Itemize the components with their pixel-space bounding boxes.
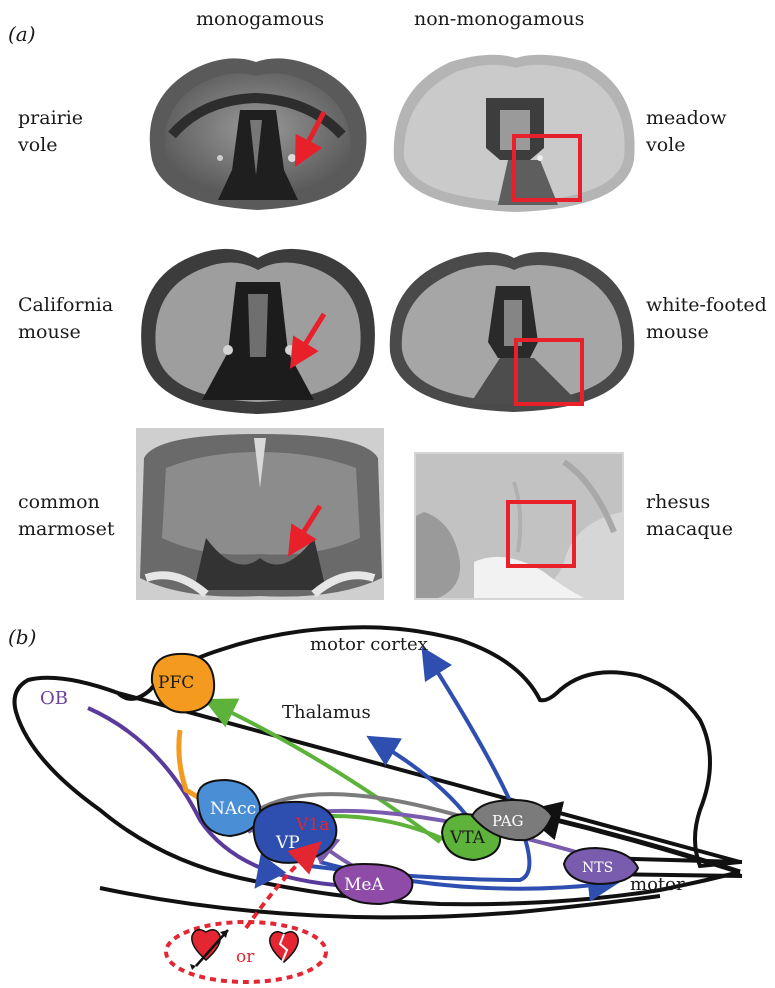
region-label-nacc: NAcc	[210, 799, 256, 819]
red-arrow-prairie-vole	[302, 112, 324, 154]
region-label-pag: PAG	[492, 812, 524, 830]
region-label-vp: VP	[275, 833, 300, 853]
highlight-box-meadow-vole	[514, 136, 580, 200]
highlight-box-white-footed-mouse	[516, 340, 582, 404]
region-label-nts: NTS	[582, 860, 613, 876]
region-label-mea: MeA	[344, 875, 384, 895]
brain-circuit-diagram: PFC OB NAcc VP V1a MeA VTA PAG NTS motor…	[0, 610, 775, 988]
output-label-thalamus: Thalamus	[282, 702, 371, 723]
highlight-box-rhesus-macaque	[508, 502, 574, 566]
or-label: or	[236, 947, 255, 967]
red-arrow-common-marmoset	[296, 506, 320, 544]
panel-a-annotations	[0, 0, 775, 610]
region-label-v1a: V1a	[295, 815, 329, 835]
red-arrow-california-mouse	[298, 314, 324, 356]
region-label-pfc: PFC	[158, 673, 194, 693]
region-label-ob: OB	[40, 688, 68, 709]
region-label-vta: VTA	[449, 828, 486, 848]
output-label-motor: motor	[630, 874, 685, 895]
output-label-motor-cortex: motor cortex	[310, 634, 428, 655]
heart-arrow-icon	[190, 930, 228, 970]
broken-heart-icon	[270, 932, 298, 962]
